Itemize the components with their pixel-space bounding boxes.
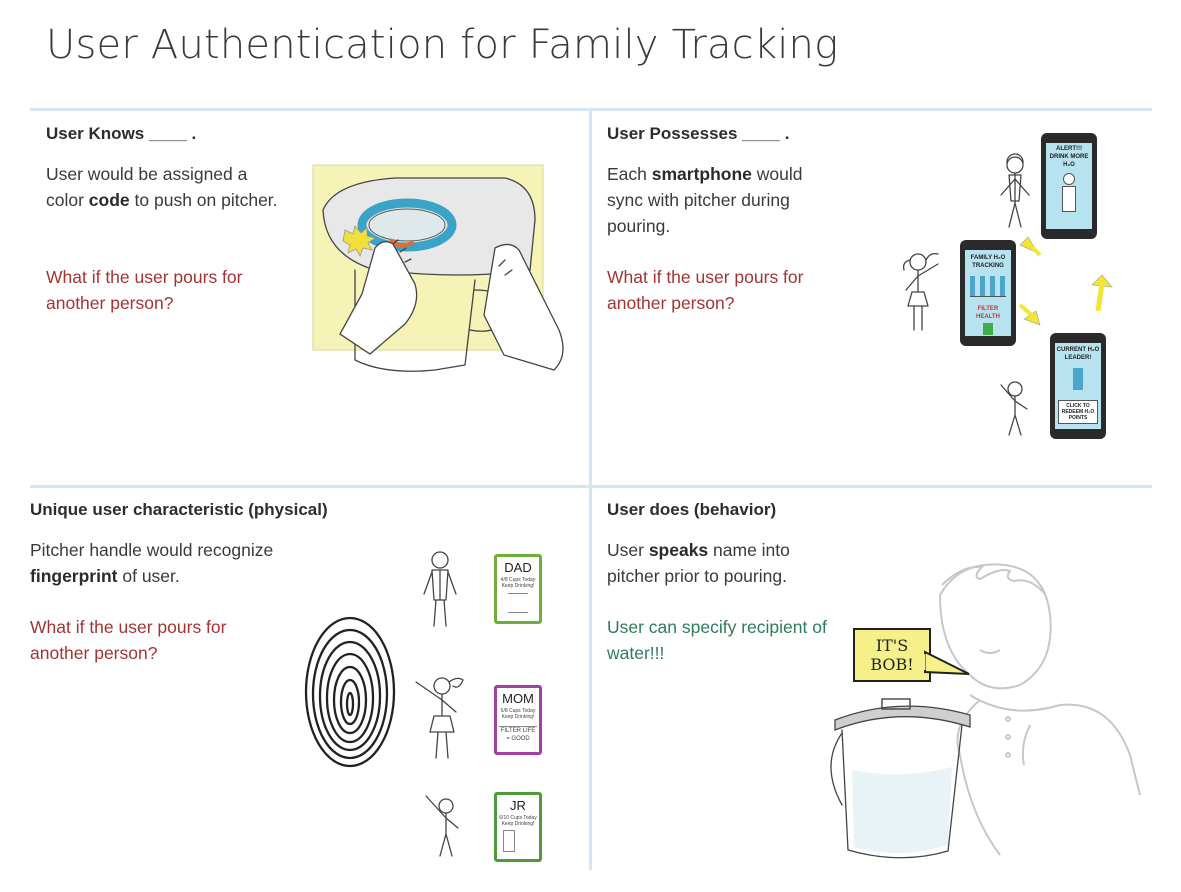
page-title: User Authentication for Family Tracking: [46, 22, 839, 68]
does-body: User speaks name into pitcher prior to p…: [607, 540, 790, 586]
phone-alert: ALERT!!! DRINK MORE H₂O: [1041, 133, 1097, 239]
phone-family-tracking: FAMILY H₂O TRACKING FILTER HEALTH: [960, 240, 1016, 346]
phone-leader-footer: CLICK TO REDEEM H₂O POINTS: [1058, 400, 1098, 424]
person-speaking-illustration: [830, 563, 1141, 859]
characteristic-body: Pitcher handle would recognize fingerpri…: [30, 540, 274, 586]
dad-figure-small: [423, 551, 457, 627]
pitcher-color-code-illustration: [312, 164, 564, 372]
knows-heading: User Knows ____ .: [46, 124, 197, 143]
does-note: User can specify recipient of water!!!: [607, 617, 827, 663]
speech-bubble-text: IT'S BOB!: [870, 636, 914, 674]
phone-leader-title: CURRENT H₂O LEADER!: [1056, 347, 1100, 361]
mom-card-name: MOM: [502, 691, 534, 706]
sync-arrows: [1018, 236, 1113, 326]
top-divider: [30, 108, 1152, 111]
mom-card: MOM 6/8 Cups Today Keep Drinking! FILTER…: [494, 685, 542, 755]
jr-card-name: JR: [510, 798, 526, 813]
mom-card-extra: FILTER LIFE = GOOD: [499, 726, 537, 742]
mom-figure-small: [415, 677, 464, 759]
knows-body: User would be assigned a color code to p…: [46, 164, 278, 210]
knows-question: What if the user pours for another perso…: [46, 267, 243, 313]
dad-card-name: DAD: [504, 560, 532, 575]
possesses-body: Each smartphone would sync with pitcher …: [607, 164, 803, 236]
characteristic-question: What if the user pours for another perso…: [30, 617, 227, 663]
does-heading: User does (behavior): [607, 500, 777, 519]
dad-figure: [1000, 156, 1030, 228]
jr-card-line: 6/10 Cups Today Keep Drinking!: [499, 815, 537, 827]
jr-figure: [1000, 381, 1028, 436]
jr-figure-small: [425, 795, 459, 857]
dad-card: DAD 4/8 Cups Today Keep Drinking!: [494, 554, 542, 624]
fingerprint-icon: [304, 616, 396, 768]
phone-alert-figure: [1063, 173, 1075, 185]
phone-family-footer: FILTER HEALTH: [976, 306, 1000, 320]
phone-leader: CURRENT H₂O LEADER! CLICK TO REDEEM H₂O …: [1050, 333, 1106, 439]
jr-card: JR 6/10 Cups Today Keep Drinking!: [494, 792, 542, 862]
mom-card-line: 6/8 Cups Today Keep Drinking!: [500, 708, 536, 720]
center-divider: [589, 110, 592, 870]
speech-bubble: IT'S BOB!: [853, 628, 931, 682]
speech-bubble-tail: [922, 650, 970, 675]
dad-card-line: 4/8 Cups Today Keep Drinking!: [500, 577, 536, 589]
phone-family-title: FAMILY H₂O TRACKING: [970, 255, 1006, 269]
characteristic-heading: Unique user characteristic (physical): [30, 500, 328, 519]
phone-alert-title: ALERT!!! DRINK MORE H₂O: [1049, 146, 1089, 168]
mom-figure: [902, 252, 939, 331]
possesses-heading: User Possesses ____ .: [607, 124, 790, 143]
possesses-question: What if the user pours for another perso…: [607, 267, 804, 313]
